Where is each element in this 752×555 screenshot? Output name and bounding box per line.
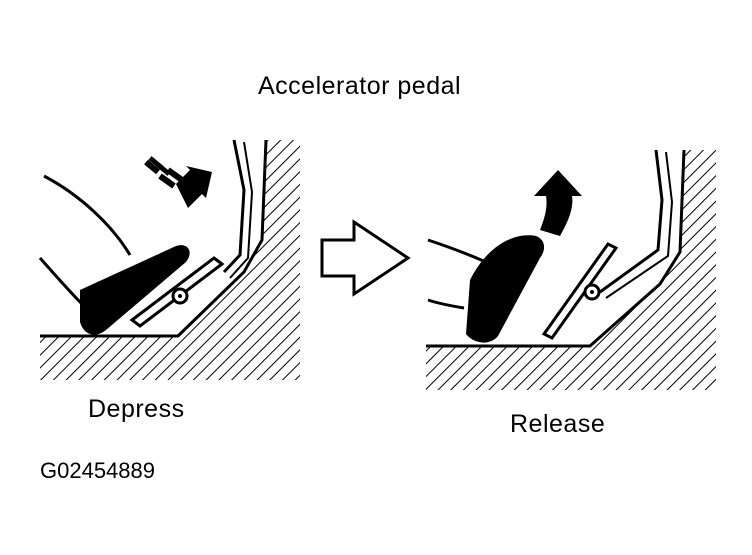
depress-panel [38, 139, 300, 380]
floor-firewall-left [40, 140, 300, 380]
curved-up-arrow-icon [534, 170, 582, 236]
pedal-pad-right [541, 242, 619, 340]
shoe-right [466, 235, 545, 343]
pedal-arm-left [222, 139, 246, 274]
depress-caption: Depress [88, 395, 185, 423]
release-panel [426, 149, 716, 390]
shoe-left [80, 245, 190, 335]
pedal-arm-right [599, 149, 664, 294]
outline-right-arrow-icon [320, 219, 411, 297]
release-caption: Release [510, 410, 606, 438]
floor-firewall-right [426, 150, 716, 390]
leg-outline-left [43, 174, 132, 256]
dashed-down-right-arrow-icon [144, 156, 212, 208]
figure-id: G02454889 [40, 458, 155, 483]
diagram-title: Accelerator pedal [258, 72, 462, 100]
